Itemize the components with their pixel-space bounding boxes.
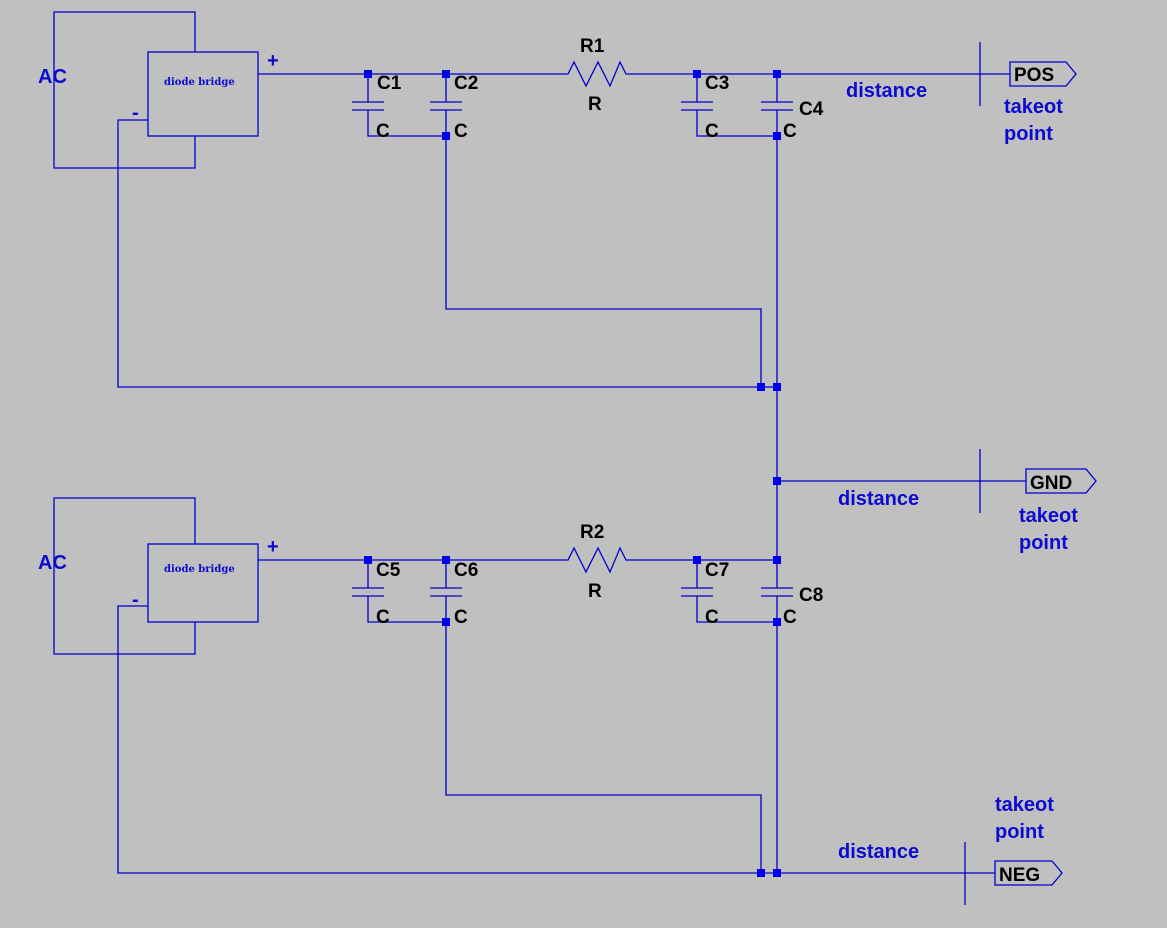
gnd-flag[interactable]	[1025, 468, 1097, 494]
upper-diode-bridge[interactable]	[147, 51, 259, 137]
junction-dot	[773, 70, 781, 78]
neg-distance-label: distance	[838, 841, 919, 863]
junction-dot	[773, 869, 781, 877]
lower-ac-source-loop[interactable]	[53, 497, 196, 655]
junction-dot	[773, 477, 781, 485]
r2-value-label: R	[588, 581, 602, 602]
c4-capacitor[interactable]	[761, 74, 793, 136]
gnd-takeoff-line2: point	[1019, 532, 1068, 554]
c3-capacitor[interactable]	[681, 74, 777, 137]
junction-dot	[773, 132, 781, 140]
junction-dot	[757, 383, 765, 391]
upper-diode-bridge-label: diode bridge	[164, 77, 235, 88]
upper-distance-label: distance	[846, 80, 927, 102]
c6-ref-label: C6	[454, 560, 478, 581]
c4-value-label: C	[783, 121, 797, 142]
r2-ref-label: R2	[580, 522, 604, 543]
junction-dot	[693, 556, 701, 564]
lower-diode-bridge-label: diode bridge	[164, 564, 235, 575]
upper-supply: AC diode bridge + R1 R - C1 C C2 C C3	[38, 11, 1077, 388]
c7-value-label: C	[705, 607, 719, 628]
lower-supply: AC diode bridge + R2 R - C5 C C6 C C7 C …	[38, 497, 1063, 905]
r2-resistor[interactable]	[560, 546, 777, 574]
upper-negative-return[interactable]	[117, 119, 761, 388]
c1-capacitor[interactable]	[352, 74, 446, 137]
upper-cap-ground-return[interactable]	[445, 136, 762, 387]
pos-takeoff-tick	[979, 42, 1010, 106]
lower-minus-label: -	[132, 589, 139, 611]
c3-value-label: C	[705, 121, 719, 142]
c5-ref-label: C5	[376, 560, 401, 581]
upper-minus-label: -	[132, 102, 139, 124]
c1-ref-label: C1	[377, 73, 402, 94]
lower-diode-bridge[interactable]	[147, 543, 259, 623]
c6-capacitor[interactable]	[430, 560, 462, 622]
pos-takeoff-line2: point	[1004, 123, 1053, 145]
c7-ref-label: C7	[705, 560, 729, 581]
upper-ac-source-loop[interactable]	[53, 11, 196, 169]
neg-flag[interactable]	[994, 860, 1063, 886]
c1-value-label: C	[376, 121, 390, 142]
neg-takeoff-line1: takeot	[995, 794, 1054, 816]
junction-dot	[773, 556, 781, 564]
junction-dots	[364, 70, 781, 877]
lower-cap-ground-return[interactable]	[445, 622, 762, 873]
r1-ref-label: R1	[580, 36, 605, 57]
c5-value-label: C	[376, 607, 390, 628]
junction-dot	[442, 70, 450, 78]
neg-flag-label: NEG	[999, 865, 1040, 886]
c8-value-label: C	[783, 607, 797, 628]
c5-capacitor[interactable]	[352, 560, 446, 623]
c2-capacitor[interactable]	[430, 74, 462, 136]
c6-value-label: C	[454, 607, 468, 628]
c2-ref-label: C2	[454, 73, 478, 94]
c3-ref-label: C3	[705, 73, 729, 94]
junction-dot	[757, 869, 765, 877]
junction-dot	[442, 556, 450, 564]
junction-dot	[442, 618, 450, 626]
pos-flag[interactable]	[1009, 61, 1077, 87]
gnd-takeoff-line1: takeot	[1019, 505, 1078, 527]
pos-takeoff-line1: takeot	[1004, 96, 1063, 118]
upper-plus-label: +	[267, 50, 279, 72]
gnd-flag-label: GND	[1030, 473, 1072, 494]
junction-dot	[773, 618, 781, 626]
neg-takeoff-line2: point	[995, 821, 1044, 843]
lower-ac-label: AC	[38, 552, 67, 574]
junction-dot	[693, 70, 701, 78]
r1-resistor[interactable]	[560, 60, 980, 88]
pos-flag-label: POS	[1014, 65, 1054, 86]
c4-ref-label: C4	[799, 99, 824, 120]
c7-capacitor[interactable]	[681, 560, 777, 623]
c2-value-label: C	[454, 121, 468, 142]
lower-plus-label: +	[267, 536, 279, 558]
upper-ac-label: AC	[38, 66, 67, 88]
r1-value-label: R	[588, 94, 602, 115]
junction-dot	[364, 70, 372, 78]
lower-negative-return[interactable]	[117, 605, 761, 874]
ground-spine: distance GND takeot point	[761, 136, 1097, 873]
junction-dot	[773, 383, 781, 391]
c8-ref-label: C8	[799, 585, 823, 606]
junction-dot	[442, 132, 450, 140]
gnd-distance-label: distance	[838, 488, 919, 510]
c8-capacitor[interactable]	[761, 560, 793, 622]
junction-dot	[364, 556, 372, 564]
